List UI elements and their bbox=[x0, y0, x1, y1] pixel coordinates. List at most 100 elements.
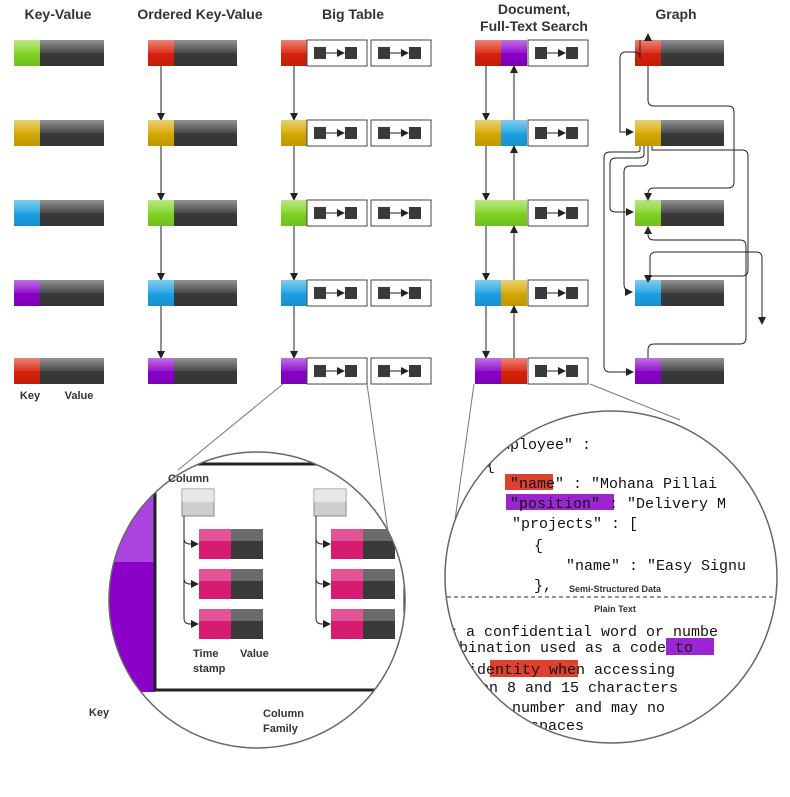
bt-cell2-0-a bbox=[378, 47, 390, 59]
graph-edge-2 bbox=[609, 146, 645, 216]
gloss bbox=[661, 40, 724, 66]
gloss bbox=[635, 280, 661, 306]
zoom-columns bbox=[181, 488, 395, 639]
header-ordered-key-value: Ordered Key-Value bbox=[137, 6, 262, 22]
gloss bbox=[635, 358, 661, 384]
gloss bbox=[40, 280, 104, 306]
label-value: Value bbox=[65, 390, 94, 402]
json-line-3: "position" : "Delivery M bbox=[510, 496, 726, 513]
gloss bbox=[40, 358, 104, 384]
gloss bbox=[148, 200, 174, 226]
zoom-label-key: Key bbox=[89, 707, 110, 719]
bt-cell2-2-a bbox=[378, 207, 390, 219]
zoom-col-2-val-2 bbox=[363, 609, 395, 639]
bt-cell2-1-b bbox=[409, 127, 421, 139]
zoom-col-2-gloss-1 bbox=[331, 569, 395, 581]
doc-cell-3-a bbox=[535, 287, 547, 299]
gloss bbox=[40, 120, 104, 146]
zoom-circle-left bbox=[109, 452, 405, 748]
bt-cell2-0-b bbox=[409, 47, 421, 59]
zoom-col-1-ts-1 bbox=[199, 569, 231, 599]
zoom-col-2-ts-1 bbox=[331, 569, 363, 599]
bt-cell2-3-b bbox=[409, 287, 421, 299]
header-graph: Graph bbox=[655, 6, 696, 22]
json-line-5: { bbox=[534, 538, 543, 555]
gloss bbox=[501, 280, 527, 306]
zoom-key-block bbox=[109, 462, 155, 692]
bt-cell1-3-a bbox=[314, 287, 326, 299]
gloss bbox=[281, 120, 307, 146]
json-line-6: "name" : "Easy Signu bbox=[566, 558, 746, 575]
zoom-col-2-val-1 bbox=[363, 569, 395, 599]
doc-cell-0-a bbox=[535, 47, 547, 59]
graph-edge-6 bbox=[603, 146, 641, 376]
bt-cell2-1-a bbox=[378, 127, 390, 139]
bt-cell2-4-a bbox=[378, 365, 390, 377]
zoom-col-1-header-gloss bbox=[182, 489, 214, 502]
zoom-col-2-gloss-0 bbox=[331, 529, 395, 541]
zoom-label-time: Time bbox=[193, 648, 218, 660]
bt-cell1-4-a bbox=[314, 365, 326, 377]
highlight-position bbox=[506, 494, 614, 510]
graph-edge-1 bbox=[623, 146, 649, 296]
bt-cell1-1-a bbox=[314, 127, 326, 139]
gloss bbox=[661, 358, 724, 384]
gloss bbox=[475, 200, 501, 226]
gloss bbox=[174, 358, 237, 384]
gloss bbox=[14, 200, 40, 226]
gloss bbox=[635, 200, 661, 226]
plain-line-3: en 8 and 15 characters bbox=[480, 680, 678, 697]
gloss bbox=[148, 280, 174, 306]
bt-cell1-4-b bbox=[345, 365, 357, 377]
zoom-label-column-family-2: Family bbox=[263, 723, 299, 735]
zoom-circle-right-border bbox=[444, 410, 778, 744]
zoom-label-value: Value bbox=[240, 648, 269, 660]
zoom-col-2-gloss-2 bbox=[331, 609, 395, 621]
doc-cell-2-a bbox=[535, 207, 547, 219]
zoom-col-2-header-gloss bbox=[314, 489, 346, 502]
plain-line-4: number and may no bbox=[512, 700, 665, 717]
json-line-7: }, bbox=[534, 578, 552, 595]
header-big-table: Big Table bbox=[322, 6, 384, 22]
zoom-col-2-link-2 bbox=[315, 516, 331, 628]
plain-line-2: r identity when accessing bbox=[450, 662, 675, 679]
header-document-1: Document, bbox=[498, 1, 570, 17]
gloss bbox=[501, 40, 527, 66]
json-line-2: "name" : "Mohana Pillai bbox=[510, 476, 717, 493]
zoom-line-right-1 bbox=[454, 383, 475, 521]
gloss bbox=[174, 120, 237, 146]
doc-cell-3-b bbox=[566, 287, 578, 299]
graph-edge-8 bbox=[619, 40, 641, 136]
zoom-col-1-link-2 bbox=[183, 516, 199, 628]
graph-edge-5 bbox=[649, 251, 766, 325]
zoom-col-1-val-0 bbox=[231, 529, 263, 559]
zoom-col-2-ts-0 bbox=[331, 529, 363, 559]
gloss bbox=[148, 120, 174, 146]
zoom-col-1-val-2 bbox=[231, 609, 263, 639]
bt-cell1-0-a bbox=[314, 47, 326, 59]
label-semi-structured: Semi-Structured Data bbox=[569, 584, 662, 594]
gloss bbox=[148, 40, 174, 66]
zoom-col-1-gloss-1 bbox=[199, 569, 263, 581]
gloss bbox=[661, 120, 724, 146]
graph-edge-3 bbox=[644, 226, 747, 358]
bt-cell1-2-a bbox=[314, 207, 326, 219]
gloss bbox=[40, 200, 104, 226]
highlight-identity bbox=[490, 660, 578, 677]
structures-layer bbox=[14, 33, 766, 385]
zoom-label-column: Column bbox=[168, 473, 209, 485]
plain-line-1: mbination used as a code to bbox=[450, 640, 693, 657]
gloss bbox=[14, 40, 40, 66]
json-line-4: "projects" : [ bbox=[512, 516, 638, 533]
bt-cell2-3-a bbox=[378, 287, 390, 299]
zoom-label-stamp: stamp bbox=[193, 663, 226, 675]
gloss bbox=[14, 120, 40, 146]
zoom-label-column-family-1: Column bbox=[263, 708, 304, 720]
doc-cell-4-a bbox=[535, 365, 547, 377]
zoom-col-2-ts-2 bbox=[331, 609, 363, 639]
bigtable-zoom: Column Time stamp Value Key Column Famil… bbox=[89, 451, 406, 749]
gloss bbox=[475, 40, 501, 66]
json-line-0: employee" : bbox=[492, 437, 591, 454]
highlight-name bbox=[505, 474, 553, 490]
graph-edge-0 bbox=[644, 66, 735, 201]
